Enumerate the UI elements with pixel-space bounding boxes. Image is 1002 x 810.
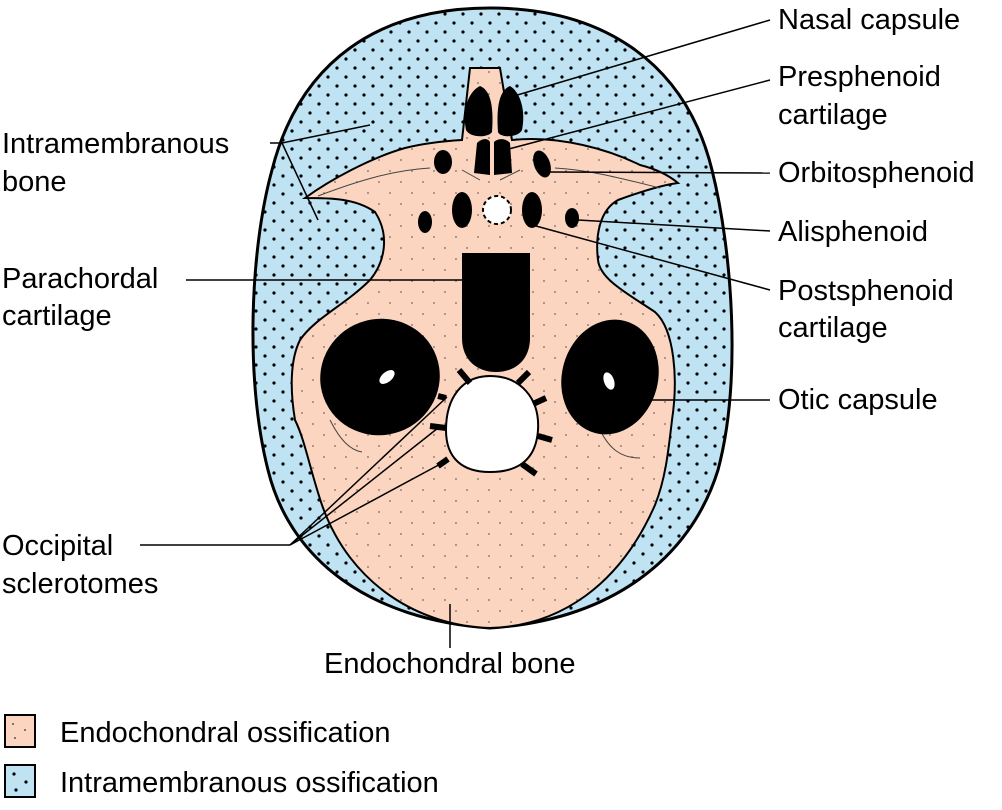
label-otic-capsule: Otic capsule [778, 384, 938, 416]
hypophyseal-fossa [482, 195, 512, 225]
leader-lines [140, 19, 771, 648]
presphenoid-left-nodule [434, 150, 452, 174]
presphenoid-cartilage-right [494, 139, 512, 175]
occipital-sclerotomes [429, 368, 553, 477]
legend-label-intramembranous: Intramembranous ossification [60, 767, 439, 799]
orbitosphenoid [533, 150, 551, 178]
legend-swatch-intramembranous [4, 764, 36, 798]
postsphenoid-cartilage-left [452, 192, 472, 228]
label-postsphenoid-line1: Postsphenoid [778, 275, 954, 307]
postsphenoid-cartilage-right [522, 192, 542, 228]
label-postsphenoid-line2: cartilage [778, 312, 888, 344]
label-presphenoid-line1: Presphenoid [778, 61, 941, 93]
label-intramembranous-line2: bone [2, 166, 67, 198]
label-nasal-capsule: Nasal capsule [778, 4, 961, 36]
label-parachordal-line2: cartilage [2, 300, 112, 332]
suture-lines [317, 167, 661, 459]
label-orbitosphenoid: Orbitosphenoid [778, 157, 975, 189]
label-alisphenoid: Alisphenoid [778, 216, 928, 248]
label-endochondral-bone: Endochondral bone [324, 648, 576, 680]
label-occipital-line2: sclerotomes [2, 568, 159, 600]
legend-swatch-endochondral [4, 714, 36, 748]
nasal-capsule-right [497, 86, 524, 137]
alisphenoid [565, 208, 579, 228]
alisphenoid-left [418, 211, 432, 233]
otic-capsule [561, 319, 659, 435]
legend-label-endochondral: Endochondral ossification [60, 717, 391, 749]
parachordal-cartilage [462, 253, 530, 372]
nasal-capsule-left [464, 86, 493, 137]
label-occipital-line1: Occipital [2, 530, 114, 562]
label-presphenoid-line2: cartilage [778, 99, 888, 131]
presphenoid-cartilage-left [474, 139, 490, 175]
foramen-magnum [444, 374, 540, 474]
label-intramembranous-line1: Intramembranous [2, 128, 230, 160]
label-parachordal-line1: Parachordal [2, 263, 159, 295]
otic-capsule-left [320, 318, 440, 436]
